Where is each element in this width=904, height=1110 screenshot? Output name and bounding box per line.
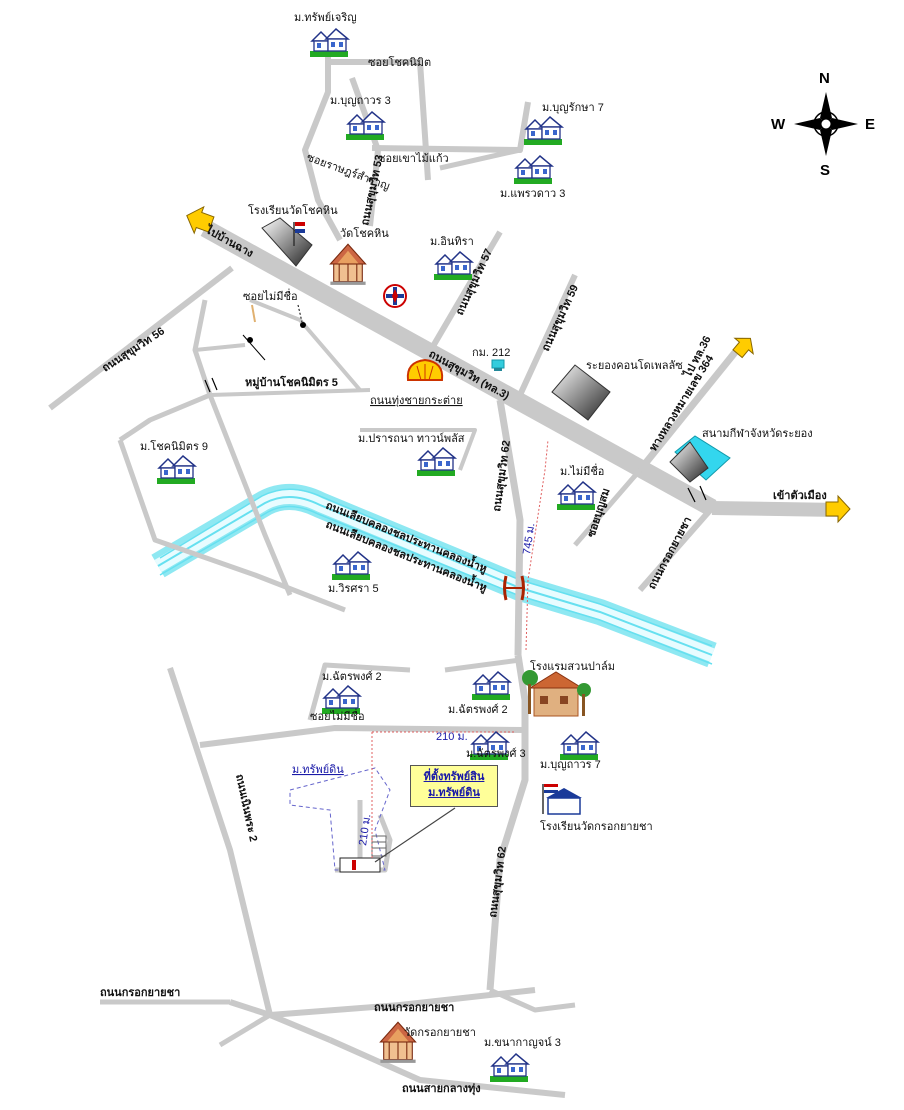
school-flag-icon: [542, 784, 582, 815]
place-label-bunthawon-7: ม.บุญถาวร 7: [540, 759, 601, 771]
target-pointer: [374, 807, 456, 863]
place-label-sports-center: สนามกีฬาจังหวัดระยอง: [702, 427, 813, 440]
place-label-prathana: ม.ปรารถนา ทาวน์พลัส: [358, 432, 465, 445]
junction-dot: [300, 322, 306, 328]
secondary-roads: [48, 38, 748, 1098]
place-label-inthira: ม.อินทิรา: [430, 236, 474, 248]
place-label-km-212: กม. 212: [472, 347, 510, 359]
place-label-bunthawon-3: ม.บุญถาวร 3: [330, 95, 391, 107]
hotel-icon: [522, 670, 591, 717]
sports-center-icon: [669, 435, 731, 483]
bridge-icon: [503, 575, 525, 601]
place-label-khanakan-3: ม.ขนากาญจน์ 3: [484, 1036, 561, 1049]
place-label-school-kroksai: โรงเรียนวัดกรอกยายชา: [540, 819, 653, 833]
distance-label-745: 745 ม.: [521, 522, 537, 555]
distance-lines: [371, 439, 549, 858]
house-icon: [523, 116, 563, 146]
house-icon: [489, 1053, 529, 1083]
house-icon: [556, 481, 596, 511]
place-label-chatphong-3: ม.ฉัตรพงศ์ 3: [466, 747, 526, 760]
road-label-kroksai-3: ถนนกรอกยายชา: [374, 1002, 454, 1014]
road-label-soi-chok-nimit: ซอยโชคนิมิต: [368, 55, 431, 69]
place-label-wat-kroksai: วัดกรอกยายชา: [404, 1027, 476, 1039]
road-label-soi-khao-mai-kaeo: ซอยเขาไม้แก้ว: [378, 152, 449, 165]
place-label-chatphong-2-a: ม.ฉัตรพงศ์ 2: [322, 670, 382, 683]
house-icon: [433, 251, 473, 281]
target-line-2: ม.ทรัพย์ดิน: [428, 787, 480, 799]
pointer-line: [242, 334, 266, 361]
distance-label-210-h: 210 ม.: [436, 731, 468, 743]
property-outline: [289, 767, 391, 873]
road-label-sukhumvit-56: ถนนสุขุมวิท 56: [100, 324, 168, 375]
caltex-icon: [383, 284, 407, 308]
place-label-wirasa-5: ม.วิรศรา 5: [328, 583, 379, 595]
compass-e-label: E: [865, 116, 875, 133]
canal: [151, 484, 717, 668]
target-line-1: ที่ตั้งทรัพย์สิน: [423, 771, 485, 783]
road-label-noen-phra-2: ถนนเนินพระ 2: [233, 773, 260, 843]
pointer-line: [297, 304, 303, 323]
pointer-line: [251, 304, 256, 323]
place-label-no-name: ม.ไม่มีชื่อ: [560, 463, 604, 478]
temple-icon: [329, 243, 367, 286]
house-icon: [471, 671, 511, 701]
road-label-soi-no-name-1: ซอยไม่มีชื่อ: [243, 288, 298, 303]
compass-s-label: S: [820, 162, 830, 179]
place-label-bunrak-7: ม.บุญรักษา 7: [542, 102, 604, 114]
place-label-chok-nimit-9: ม.โชคนิมิตร 9: [140, 439, 208, 453]
road-label-to-city: เข้าตัวเมือง: [773, 489, 827, 502]
place-label-phrao-dao-3: ม.แพรวดาว 3: [500, 188, 565, 200]
arrow-to-city: [825, 494, 851, 524]
arrow-to-route36: [732, 337, 754, 359]
road-label-kroksai-1: ถนนกรอกยายชา: [646, 515, 694, 591]
place-label-sap-din: ม.ทรัพย์ดิน: [292, 763, 344, 776]
school-building-icon: [261, 217, 313, 267]
house-icon: [331, 551, 371, 581]
house-icon: [309, 28, 349, 58]
place-label-sap-charoen: ม.ทรัพย์เจริญ: [294, 11, 357, 24]
distance-label-210-v: 210 ม.: [357, 813, 373, 846]
place-label-chatphong-2-b: ม.ฉัตรพงศ์ 2: [448, 703, 508, 716]
shell-icon: [406, 358, 444, 381]
sukhumvit-highway: [200, 220, 841, 517]
compass-icon: N S E W: [771, 70, 875, 179]
place-label-wat-chok-hin: วัดโชคหิน: [340, 226, 389, 240]
target-property-callout: ที่ตั้งทรัพย์สิน ม.ทรัพย์ดิน: [410, 765, 498, 807]
compass-w-label: W: [771, 116, 786, 133]
arrow-to-ban-chang: [186, 205, 215, 235]
road-label-nong-ya-sai: ถนนทุ่งชายกระต่าย: [370, 395, 463, 407]
compass-n-label: N: [819, 70, 830, 87]
place-label-school-chok-hin: โรงเรียนวัดโชคหิน: [248, 203, 338, 217]
bridge-mark: [204, 377, 707, 503]
road-label-sai-klang-thung: ถนนสายกลางทุ่ง: [402, 1083, 481, 1096]
house-icon: [321, 685, 361, 715]
place-label-ban-chok-nimit-5: หมู่บ้านโชคนิมิตร 5: [245, 375, 338, 390]
road-label-sukhumvit-59: ถนนสุขุมวิท 59: [539, 283, 582, 354]
place-label-rayong-complex: ระยองคอนโดเพลลัซ: [586, 358, 683, 372]
house-icon: [156, 455, 196, 485]
road-label-soi-no-name-2: ซอยไม่มีชื่อ: [310, 708, 365, 723]
place-label-hotel-suan-palm: โรงแรมสวนปาล์ม: [530, 659, 615, 673]
house-icon: [416, 447, 456, 477]
road-label-kroksai-2: ถนนกรอกยายชา: [100, 987, 180, 999]
building-icon: [551, 364, 611, 421]
km-marker-icon: [491, 359, 505, 371]
house-icon: [559, 731, 599, 761]
road-label-sukhumvit-62-b: ถนนสุขุมวิท 62: [486, 845, 510, 918]
house-icon: [513, 155, 553, 185]
